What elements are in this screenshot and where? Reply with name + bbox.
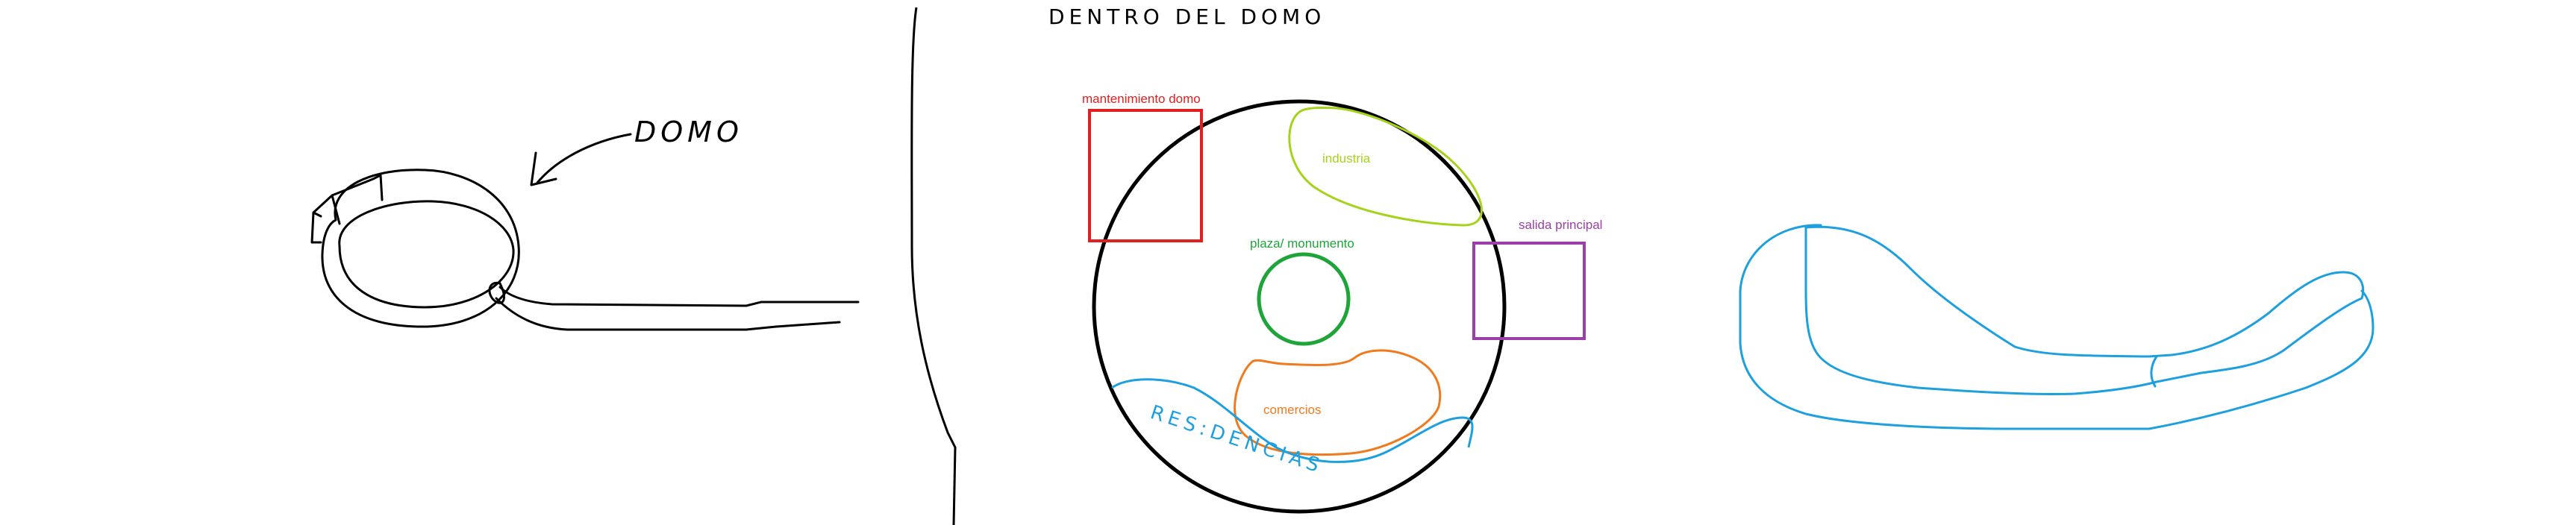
dome-cap: [310, 174, 384, 244]
dome-sketch: [310, 133, 860, 331]
blue-shape-sketch: [1739, 224, 2375, 430]
industry-zone: [1288, 106, 1483, 227]
plaza-zone: [1257, 252, 1351, 346]
main-exit-label: salida principal: [1519, 218, 1602, 232]
plaza-label: plaza/ monumento: [1250, 236, 1354, 251]
maintenance-zone: [1088, 109, 1203, 242]
dome-tube-upper: [498, 286, 860, 307]
blue-shape-outer: [1739, 224, 2375, 430]
main-exit-zone: [1472, 242, 1586, 340]
dome-tube-join: [488, 281, 505, 304]
commerce-zone: [1234, 349, 1442, 456]
blue-shape-seam: [2150, 355, 2158, 388]
industry-label: industria: [1322, 151, 1371, 166]
maintenance-label: mantenimiento domo: [1082, 92, 1201, 106]
dome-label: DOMO: [634, 116, 743, 148]
divider-line: [910, 7, 957, 525]
dome-inner-ring: [338, 200, 515, 309]
blue-shape-inner: [1804, 225, 2365, 395]
dome-floor-circle: [1092, 99, 1507, 514]
dome-tube-lower: [495, 297, 841, 331]
page-title: DENTRO DEL DOMO: [1048, 4, 1325, 29]
dome-outer-ring: [321, 169, 520, 328]
residences-zone: [1111, 378, 1474, 463]
dome-arrow-head: [530, 151, 557, 186]
commerce-label: comercios: [1263, 403, 1321, 417]
dome-arrow: [536, 133, 632, 184]
